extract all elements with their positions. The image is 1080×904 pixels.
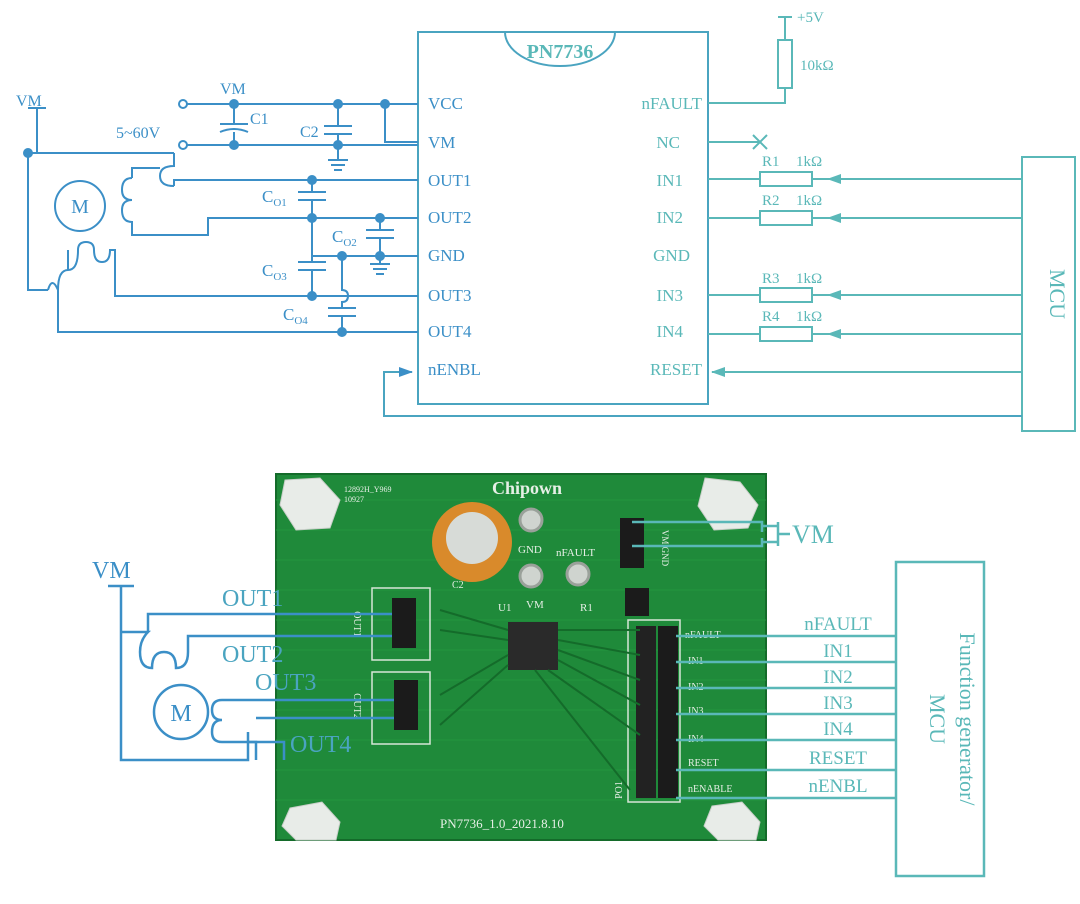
- co3-label: CO3: [262, 261, 287, 283]
- motor-label: M: [71, 196, 89, 218]
- supply-range-label: 5~60V: [116, 125, 161, 142]
- board-out1: OUT1: [222, 586, 283, 612]
- silk-nfault: nFAULT: [556, 547, 595, 559]
- co1-label: CO1: [262, 187, 287, 209]
- pin-in2: IN2: [657, 208, 683, 227]
- fg-mcu-line2: MCU: [925, 694, 950, 744]
- sig-in2: IN2: [823, 667, 853, 688]
- r1-value: 1kΩ: [796, 154, 822, 170]
- pin-vm: VM: [428, 133, 455, 152]
- pin-vcc: VCC: [428, 94, 463, 113]
- co4-label: CO4: [283, 305, 308, 327]
- silk-gnd: GND: [518, 544, 542, 556]
- board-vm-label: VM: [792, 520, 834, 549]
- c1-label: C1: [250, 111, 269, 128]
- nfault-pullup: +5V 10kΩ: [708, 10, 834, 104]
- silk-out2: OUT2: [351, 693, 362, 719]
- standoffs: [279, 477, 761, 841]
- silk-hdr-in3: IN3: [688, 706, 704, 717]
- supply-labels: VM C1 C2 VM 5~60V: [16, 81, 319, 142]
- silk-out1: OUT1: [351, 611, 362, 637]
- board-out3: OUT3: [255, 670, 316, 696]
- pin-out3: OUT3: [428, 286, 471, 305]
- silk-po1: PO1: [614, 781, 625, 799]
- silk-r1: R1: [580, 602, 593, 614]
- silk-c2: C2: [452, 580, 464, 591]
- pin-in3: IN3: [657, 286, 683, 305]
- r3-value: 1kΩ: [796, 271, 822, 287]
- ic-u1: [508, 622, 558, 670]
- fg-mcu-line1: Function generator/: [955, 633, 980, 807]
- board-photo: Chipown 12892H_Y969 10927 GND nFAULT VM …: [275, 473, 767, 841]
- sig-in1: IN1: [823, 641, 853, 662]
- board-supply-vm: VM: [92, 558, 131, 584]
- pin-out1: OUT1: [428, 171, 471, 190]
- mcu-label: MCU: [1045, 269, 1070, 319]
- r4-name: R4: [762, 309, 780, 325]
- output-caps: [298, 175, 418, 337]
- resistor-labels: R1 1kΩ R2 1kΩ R3 1kΩ R4 1kΩ: [762, 154, 822, 325]
- silk-brand: Chipown: [492, 478, 562, 498]
- pin-nfault: nFAULT: [642, 94, 703, 113]
- silk-code1: 12892H_Y969: [344, 485, 392, 494]
- sig-nfault: nFAULT: [804, 614, 872, 635]
- pin-nc: NC: [656, 133, 680, 152]
- input-lines: [708, 171, 1022, 377]
- co2-label: CO2: [332, 227, 357, 249]
- output-cap-labels: CO1 CO2 CO3 CO4: [262, 187, 357, 327]
- pin-in4: IN4: [657, 322, 684, 341]
- left-pin-labels: VCC VM OUT1 OUT2 GND OUT3 OUT4 nENBL: [428, 94, 481, 379]
- pin-out2: OUT2: [428, 208, 471, 227]
- r2-value: 1kΩ: [796, 193, 822, 209]
- silk-code2: 10927: [344, 495, 364, 504]
- vm-node-label: VM: [220, 81, 246, 98]
- silk-hdr-reset: RESET: [688, 758, 719, 769]
- r3-name: R3: [762, 271, 780, 287]
- plus5v-label: +5V: [797, 10, 824, 26]
- supply-network: [178, 99, 418, 171]
- nenbl-loop: [383, 367, 1022, 417]
- c2-label: C2: [300, 124, 319, 141]
- pin-gnd-right: GND: [653, 246, 690, 265]
- supply-vm-label: VM: [16, 93, 42, 110]
- pin-reset: RESET: [650, 360, 703, 379]
- r2-name: R2: [762, 193, 780, 209]
- nc-pin: [708, 134, 768, 150]
- board-motor-label: M: [170, 701, 191, 727]
- silk-version: PN7736_1.0_2021.8.10: [440, 816, 564, 831]
- motor-schematic: M: [23, 107, 418, 333]
- silk-vm: VM: [526, 599, 544, 611]
- pullup-label: 10kΩ: [800, 58, 834, 74]
- sig-reset: RESET: [809, 748, 867, 769]
- board-wiring: VM M VM OUT1 OUT2 OUT3 OUT4: [92, 520, 986, 878]
- pin-out4: OUT4: [428, 322, 472, 341]
- mcu-block: MCU: [1021, 156, 1076, 432]
- pin-nenbl: nENBL: [428, 360, 481, 379]
- r4-value: 1kΩ: [796, 309, 822, 325]
- r1-name: R1: [762, 154, 780, 170]
- sig-nenbl: nENBL: [808, 776, 867, 797]
- silk-hdr-nenable: nENABLE: [688, 784, 732, 795]
- board-out4: OUT4: [290, 732, 351, 758]
- schematic: PN7736 VCC VM OUT1 OUT2 GND OUT3 OUT4 nE…: [16, 10, 1076, 432]
- sig-in4: IN4: [823, 719, 853, 740]
- silk-vmgnd: VM GND: [660, 530, 670, 567]
- chip-name: PN7736: [527, 41, 594, 63]
- silk-u1: U1: [498, 602, 511, 614]
- pin-gnd-left: GND: [428, 246, 465, 265]
- board-out2: OUT2: [222, 642, 283, 668]
- pin-in1: IN1: [657, 171, 683, 190]
- right-pin-labels: nFAULT NC IN1 IN2 GND IN3 IN4 RESET: [642, 94, 703, 379]
- sig-in3: IN3: [823, 693, 853, 714]
